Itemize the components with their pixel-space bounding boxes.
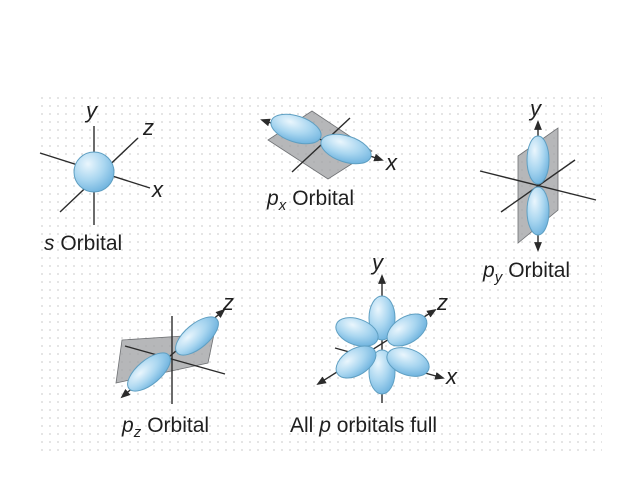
all-lobe-z-positive [386,313,428,347]
pz-caption-subscript: z [133,424,142,441]
all-y-label: y [370,250,385,275]
s-orbital-caption: s Orbital [44,232,122,255]
pz-caption-symbol: p [121,414,134,437]
px-caption-symbol: p [266,187,279,210]
all-x-label: x [445,364,458,389]
all-lobe-z-negative [335,345,377,379]
all-lobe-x-positive [386,347,430,377]
s-orbital-sphere [73,151,115,193]
px-lobe-positive [320,133,372,165]
all-p-orbitals-panel: y z x All p orbitals full [290,250,458,437]
pz-lobe-negative [127,352,171,392]
py-y-label: y [528,96,543,121]
pz-lobe-positive [175,316,219,356]
px-x-label: x [385,150,398,175]
px-caption-word: Orbital [292,187,354,210]
all-lobe-x-negative [335,317,379,347]
pz-z-label: z [222,290,234,315]
all-z-label: z [436,290,448,315]
all-caption-symbol: p [318,414,331,437]
all-p-orbitals-caption: All p orbitals full [290,414,437,437]
px-caption-subscript: x [278,197,287,214]
s-caption-symbol: s [44,232,55,255]
all-caption-prefix: All [290,414,313,437]
s-y-label: y [84,98,99,123]
s-z-label: z [142,115,154,140]
s-orbital-panel: y z x s Orbital [39,98,164,255]
py-caption-symbol: p [482,259,495,282]
py-caption-word: Orbital [508,259,570,282]
s-caption-word: Orbital [60,232,122,255]
px-lobe-negative [270,113,322,145]
py-z-axis [500,159,576,213]
py-caption-subscript: y [494,269,504,286]
s-x-label: x [151,177,164,202]
px-orbital-caption: px Orbital [266,187,354,214]
py-lobe-positive [526,135,550,185]
py-lobe-negative [526,186,550,236]
all-caption-word: orbitals full [337,414,437,437]
pz-orbital-caption: pz Orbital [121,414,209,441]
pz-caption-word: Orbital [147,414,209,437]
